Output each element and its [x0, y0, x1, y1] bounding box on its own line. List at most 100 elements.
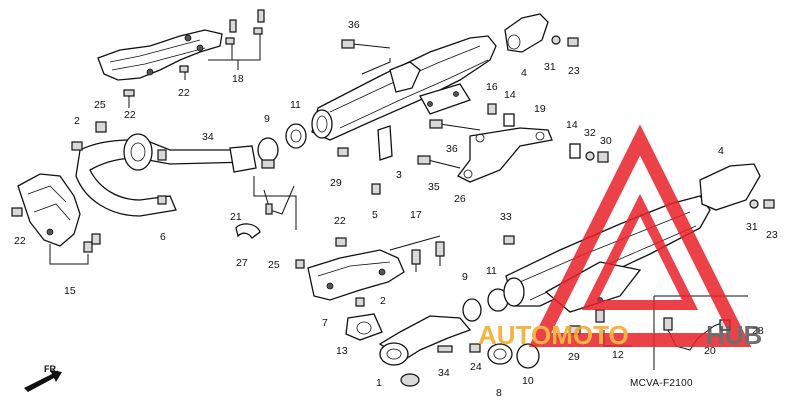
callout-22: 22 [334, 215, 346, 227]
clamp-9a [257, 137, 279, 169]
muffler-end-cap-lower [699, 163, 761, 211]
callout-30: 30 [600, 135, 612, 147]
callout-35: 35 [428, 181, 440, 193]
callout-13: 13 [336, 345, 348, 357]
diagram-code: MCVA-F2100 [630, 378, 693, 389]
exhaust-joint-pipe [123, 133, 167, 171]
exhaust-pipe-front [75, 139, 257, 217]
callout-22: 22 [124, 109, 136, 121]
bolt-33 [503, 235, 515, 245]
callout-33: 33 [500, 211, 512, 223]
callout-9: 9 [264, 113, 270, 125]
callout-labels: 36 18 22 22 25 2 4 31 23 11 9 34 16 14 1… [14, 19, 778, 399]
screw-22b [123, 89, 135, 97]
o2-sensor-group-upper [235, 176, 297, 239]
bolt-35 [427, 159, 461, 169]
watermark-text-hub: HUB [706, 320, 762, 350]
callout-15: 15 [64, 285, 76, 297]
lower-heat-shield [17, 173, 81, 247]
collar-16 [487, 103, 497, 115]
direction-label: FR. [44, 364, 59, 374]
callout-22: 22 [178, 87, 190, 99]
callout-11: 11 [486, 265, 497, 277]
callout-12: 12 [612, 349, 624, 361]
callout-26: 26 [454, 193, 466, 205]
clip-25b [295, 259, 305, 269]
bolt-23a [567, 37, 579, 47]
clamp-9b [462, 298, 482, 322]
callout-31: 31 [544, 61, 556, 73]
watermark-logo: AUTOMOTO HUB [478, 124, 762, 350]
callout-27: 27 [236, 257, 248, 269]
callout-34: 34 [438, 367, 450, 379]
muffler-end-cap-upper [504, 13, 549, 53]
upper-muffler-assembly [311, 35, 497, 141]
callout-2: 2 [380, 295, 386, 307]
bolt-5 [371, 183, 381, 195]
bolt-36b-head [429, 119, 443, 129]
clip-2b [355, 297, 365, 307]
callout-25: 25 [94, 99, 106, 111]
callout-14: 14 [504, 89, 516, 101]
bolt-36a [352, 43, 391, 49]
direction-arrow: FR. [24, 364, 62, 392]
screw-22c [11, 207, 23, 217]
nut-30 [597, 151, 609, 163]
bolt-23b [763, 199, 775, 209]
screw-22a [179, 65, 189, 73]
watermark-triangle [528, 124, 752, 347]
grommet-14b [569, 143, 581, 159]
grommet-14a [503, 113, 515, 127]
watermark-text-automoto: AUTOMOTO [478, 320, 629, 350]
lower-muffler-assembly [503, 195, 711, 313]
callout-4: 4 [521, 67, 527, 79]
collar-32 [585, 151, 595, 161]
leader-3 [361, 58, 391, 75]
callout-9: 9 [462, 271, 468, 283]
callout-25: 25 [268, 259, 280, 271]
clip-2a [71, 141, 83, 151]
screw-22d [335, 237, 347, 247]
callout-19: 19 [534, 103, 546, 115]
bolt-34b [437, 345, 453, 353]
washer-31b [749, 199, 759, 209]
callout-14: 14 [566, 119, 578, 131]
bolt-36a-head [341, 39, 355, 49]
callout-1: 1 [376, 377, 382, 389]
callout-8: 8 [496, 387, 502, 399]
washer-31a [551, 35, 561, 45]
upper-heat-shield [97, 29, 223, 81]
bracket-3 [377, 125, 393, 161]
callout-5: 5 [372, 209, 378, 221]
callout-28: 28 [752, 325, 764, 337]
clamp-8 [487, 343, 513, 365]
callout-4: 4 [718, 145, 724, 157]
callout-7: 7 [322, 317, 328, 329]
callout-31: 31 [746, 221, 758, 233]
callout-16: 16 [486, 81, 498, 93]
nut-6 [157, 195, 167, 205]
callout-32: 32 [584, 127, 596, 139]
callout-21: 21 [230, 211, 242, 223]
bolt-35-head [417, 155, 431, 165]
bolt-36b [439, 123, 481, 131]
callout-11: 11 [290, 99, 301, 111]
center-heat-shield [307, 249, 405, 301]
callout-29: 29 [568, 351, 580, 363]
bolt-29a [337, 147, 349, 157]
gasket-11a [285, 123, 307, 149]
callout-18: 18 [232, 73, 244, 85]
callout-24: 24 [470, 361, 482, 373]
callout-6: 6 [160, 231, 166, 243]
callout-36: 36 [446, 143, 458, 155]
callout-2: 2 [74, 115, 80, 127]
callout-34: 34 [202, 131, 214, 143]
callout-3: 3 [396, 169, 402, 181]
muffler-bracket [457, 127, 553, 183]
bolts-15 [49, 233, 101, 265]
flange-gasket-7 [345, 313, 383, 341]
callout-23: 23 [568, 65, 580, 77]
callout-17: 17 [410, 209, 422, 221]
callout-10: 10 [522, 375, 534, 387]
